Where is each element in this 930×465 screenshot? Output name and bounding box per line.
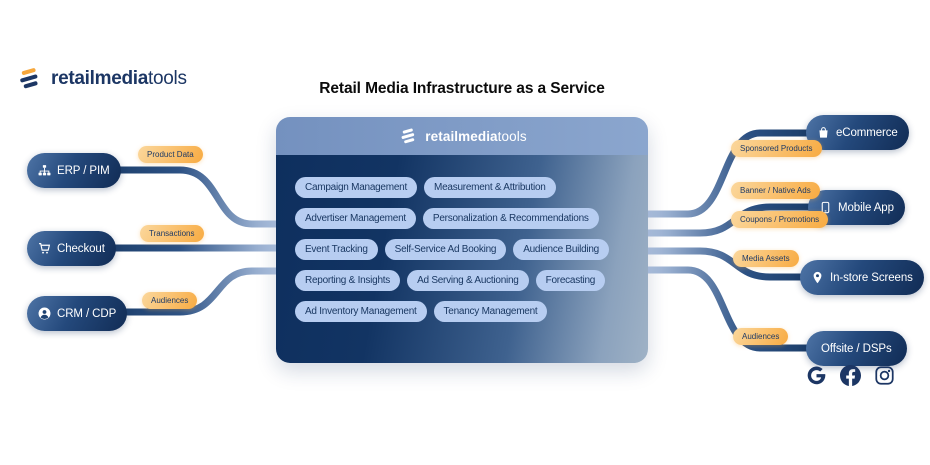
brand-wordmark-bold: retailmedia <box>51 68 149 89</box>
capability-pill: Measurement & Attribution <box>423 177 556 198</box>
tag-product-data: Product Data <box>138 146 203 163</box>
capability-pill: Ad Serving & Auctioning <box>407 270 529 291</box>
brand-wordmark-light: tools <box>148 68 187 89</box>
capability-row: Campaign Management Measurement & Attrib… <box>295 177 648 198</box>
node-label: eCommerce <box>836 126 898 139</box>
capability-pill: Self-Service Ad Booking <box>384 239 507 260</box>
social-icons <box>806 365 895 386</box>
platform-capabilities: Campaign Management Measurement & Attrib… <box>276 155 648 363</box>
capability-pill: Event Tracking <box>295 239 378 260</box>
sitemap-icon <box>38 164 51 177</box>
tag-audiences-right: Audiences <box>733 328 789 345</box>
capability-pill: Campaign Management <box>295 177 417 198</box>
capability-row: Ad Inventory Management Tenancy Manageme… <box>295 301 648 322</box>
node-label: CRM / CDP <box>57 307 117 320</box>
tag-audiences-left: Audiences <box>142 292 198 309</box>
tag-sponsored-products: Sponsored Products <box>731 140 822 157</box>
connector-erp-pim <box>70 166 290 228</box>
capability-pill: Personalization & Recommendations <box>422 208 599 229</box>
node-crm-cdp: CRM / CDP <box>27 296 128 331</box>
shopping-bag-icon <box>817 126 830 139</box>
node-instore-screens: In-store Screens <box>800 260 924 295</box>
capability-pill: Tenancy Management <box>433 301 548 322</box>
google-icon <box>806 365 827 386</box>
brand-logo-icon <box>20 68 38 89</box>
node-erp-pim: ERP / PIM <box>27 153 121 188</box>
instagram-icon <box>874 365 895 386</box>
node-ecommerce: eCommerce <box>806 115 909 150</box>
platform-header: retailmediatools <box>276 117 648 155</box>
capability-pill: Ad Inventory Management <box>295 301 427 322</box>
facebook-icon <box>840 365 861 386</box>
brand-logo: retailmediatools <box>14 66 187 92</box>
brand-wordmark: retailmediatools <box>51 68 187 90</box>
node-offsite-dsps: Offsite / DSPs <box>806 331 907 366</box>
capability-pill: Audience Building <box>513 239 609 260</box>
capability-pill: Forecasting <box>535 270 606 291</box>
tag-banner-native-ads: Banner / Native Ads <box>731 182 820 199</box>
capability-pill: Reporting & Insights <box>295 270 401 291</box>
tag-transactions: Transactions <box>140 225 204 242</box>
node-label: Mobile App <box>838 201 894 214</box>
tag-coupons-promotions: Coupons / Promotions <box>731 211 829 228</box>
node-checkout: Checkout <box>27 231 116 266</box>
capability-pill: Advertiser Management <box>295 208 416 229</box>
platform-logo-icon <box>401 128 415 143</box>
platform-wordmark: retailmediatools <box>425 129 526 144</box>
connector-offsite <box>637 266 835 352</box>
capability-row: Reporting & Insights Ad Serving & Auctio… <box>295 270 648 291</box>
node-label: Offsite / DSPs <box>821 342 892 355</box>
diagram-title: Retail Media Infrastructure as a Service <box>319 80 605 97</box>
tag-media-assets: Media Assets <box>733 250 799 267</box>
cart-icon <box>38 242 51 255</box>
node-label: ERP / PIM <box>57 164 110 177</box>
node-label: In-store Screens <box>830 271 913 284</box>
connector-ecommerce <box>637 129 835 218</box>
platform-wordmark-light: tools <box>497 128 527 144</box>
location-pin-icon <box>811 271 824 284</box>
connector-crm-cdp <box>70 267 290 316</box>
capability-row: Event Tracking Self-Service Ad Booking A… <box>295 239 648 260</box>
capability-row: Advertiser Management Personalization & … <box>295 208 648 229</box>
platform-wordmark-bold: retailmedia <box>425 128 498 144</box>
platform-box: retailmediatools Campaign Management Mea… <box>276 117 648 363</box>
node-label: Checkout <box>57 242 105 255</box>
user-icon <box>38 307 51 320</box>
